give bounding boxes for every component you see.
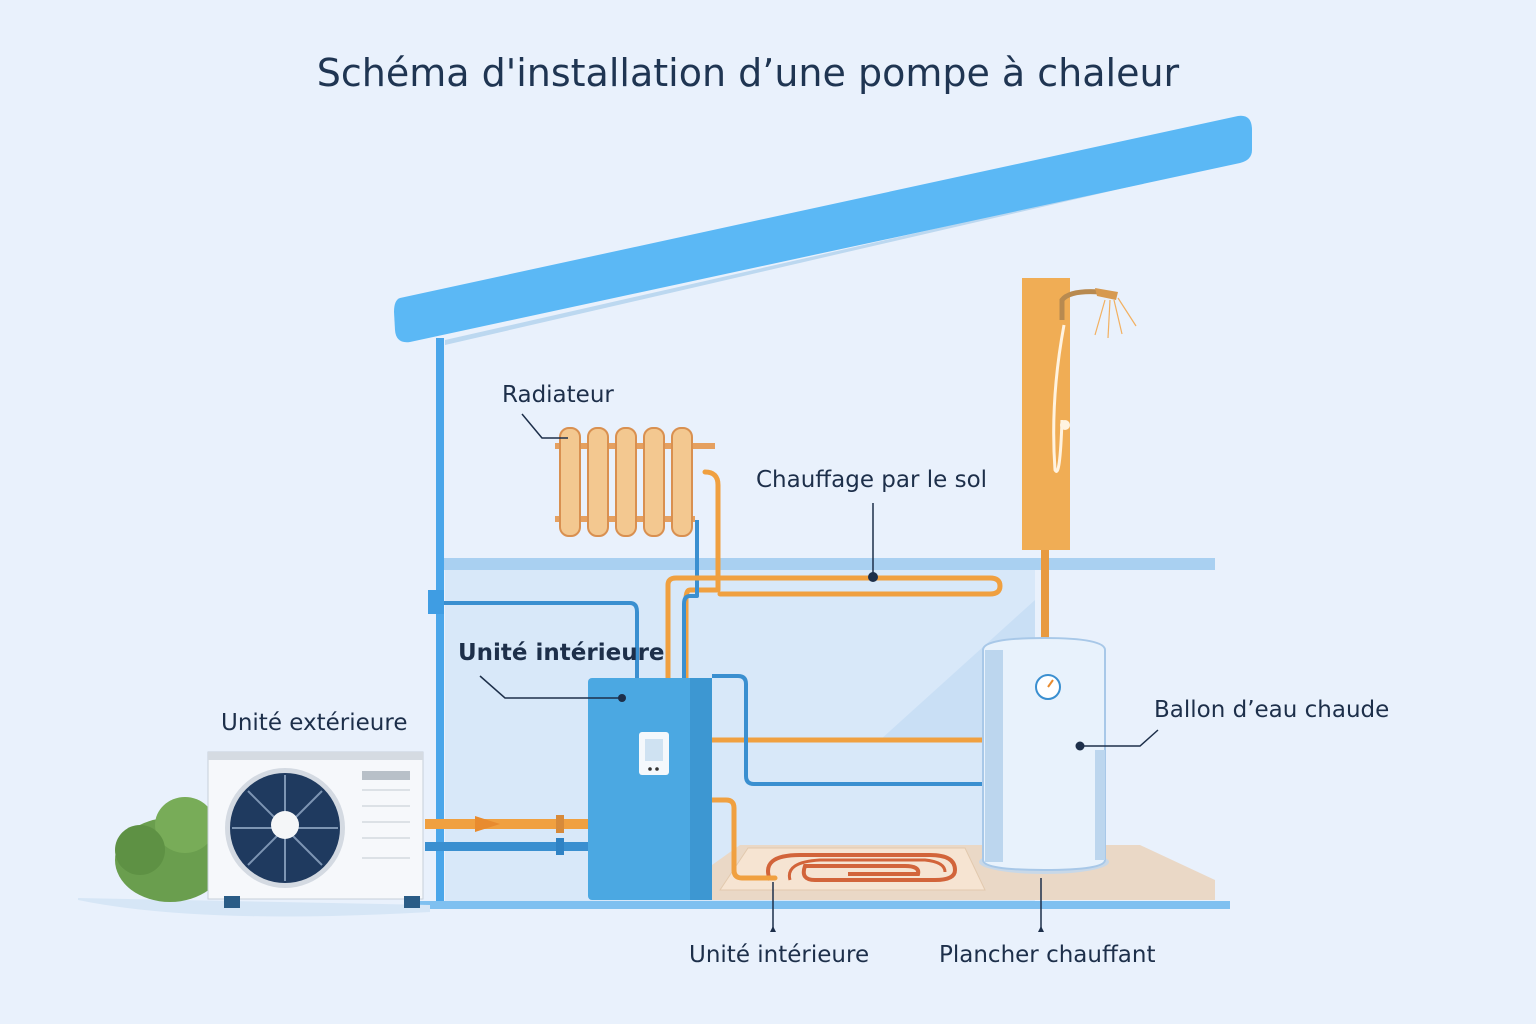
pipes xyxy=(425,469,1059,881)
diagram-title: Schéma d'installation d’une pompe à chal… xyxy=(317,51,1180,95)
label-indoor-unit-top: Unité intérieure xyxy=(458,640,665,666)
label-radiator: Radiateur xyxy=(502,382,614,408)
label-underfloor-heating: Plancher chauffant xyxy=(939,942,1156,968)
hot-water-tank xyxy=(979,636,1109,874)
label-indoor-unit-bottom: Unité intérieure xyxy=(689,942,869,968)
label-outdoor-unit: Unité extérieure xyxy=(221,710,407,736)
water-spray-icon xyxy=(1094,297,1137,339)
roof xyxy=(394,115,1252,345)
underfloor-heating-mat xyxy=(700,845,1215,900)
indoor-unit xyxy=(588,678,712,900)
label-floor-heating-top: Chauffage par le sol xyxy=(756,467,987,493)
radiator xyxy=(555,427,715,537)
bush xyxy=(115,797,225,902)
outdoor-unit xyxy=(207,751,424,908)
shower-panel xyxy=(1022,278,1137,550)
label-hot-water-tank: Ballon d’eau chaude xyxy=(1154,697,1389,723)
